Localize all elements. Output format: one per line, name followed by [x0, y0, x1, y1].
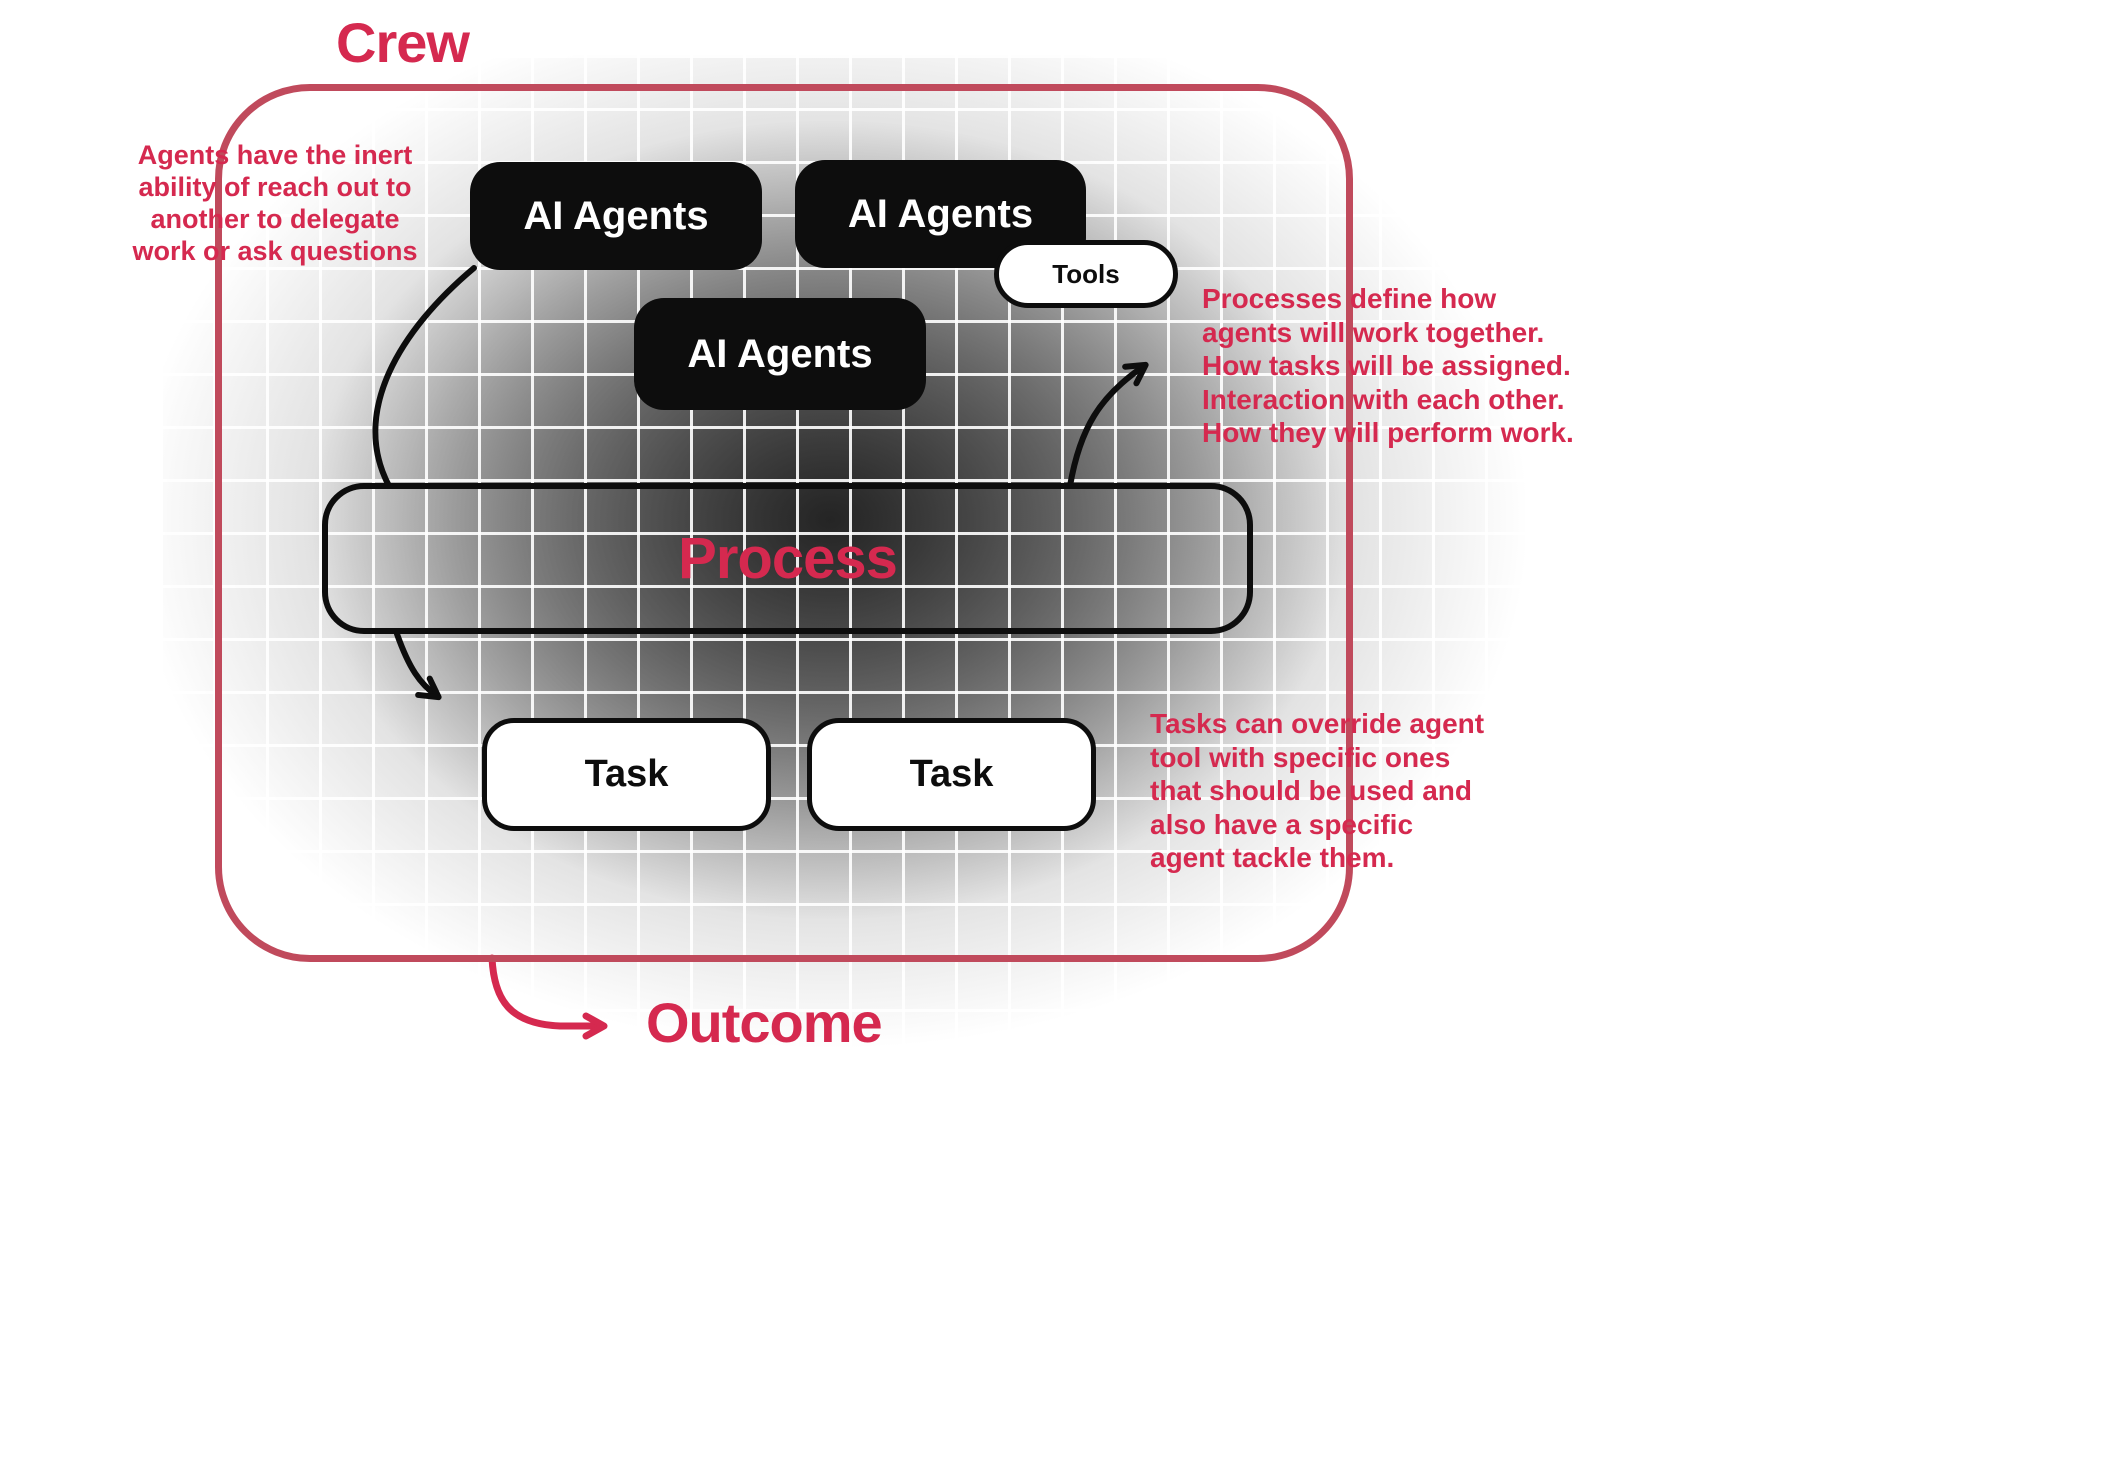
crew-boundary [215, 84, 1353, 962]
ai-agents-label: AI Agents [687, 331, 873, 376]
ai-agents-box-3: AI Agents [634, 298, 926, 410]
tools-badge: Tools [994, 240, 1178, 308]
process-label: Process [678, 526, 898, 591]
outcome-title: Outcome [646, 991, 883, 1054]
ai-agents-box-1: AI Agents [470, 162, 762, 270]
task-box-2: Task [807, 718, 1096, 831]
task-label: Task [584, 753, 669, 795]
crew-title: Crew [336, 11, 470, 74]
task-box-1: Task [482, 718, 771, 831]
process-bar: Process [322, 483, 1253, 634]
process-definition-note: Processes define how agents will work to… [1202, 283, 1574, 449]
tasks-override-note: Tasks can override agent tool with speci… [1150, 708, 1485, 874]
task-label: Task [909, 753, 994, 795]
agents-delegation-note: Agents have the inert ability of reach o… [132, 140, 418, 266]
tools-label: Tools [1052, 258, 1120, 289]
ai-agents-label: AI Agents [847, 191, 1034, 236]
ai-agents-label: AI Agents [523, 193, 709, 238]
